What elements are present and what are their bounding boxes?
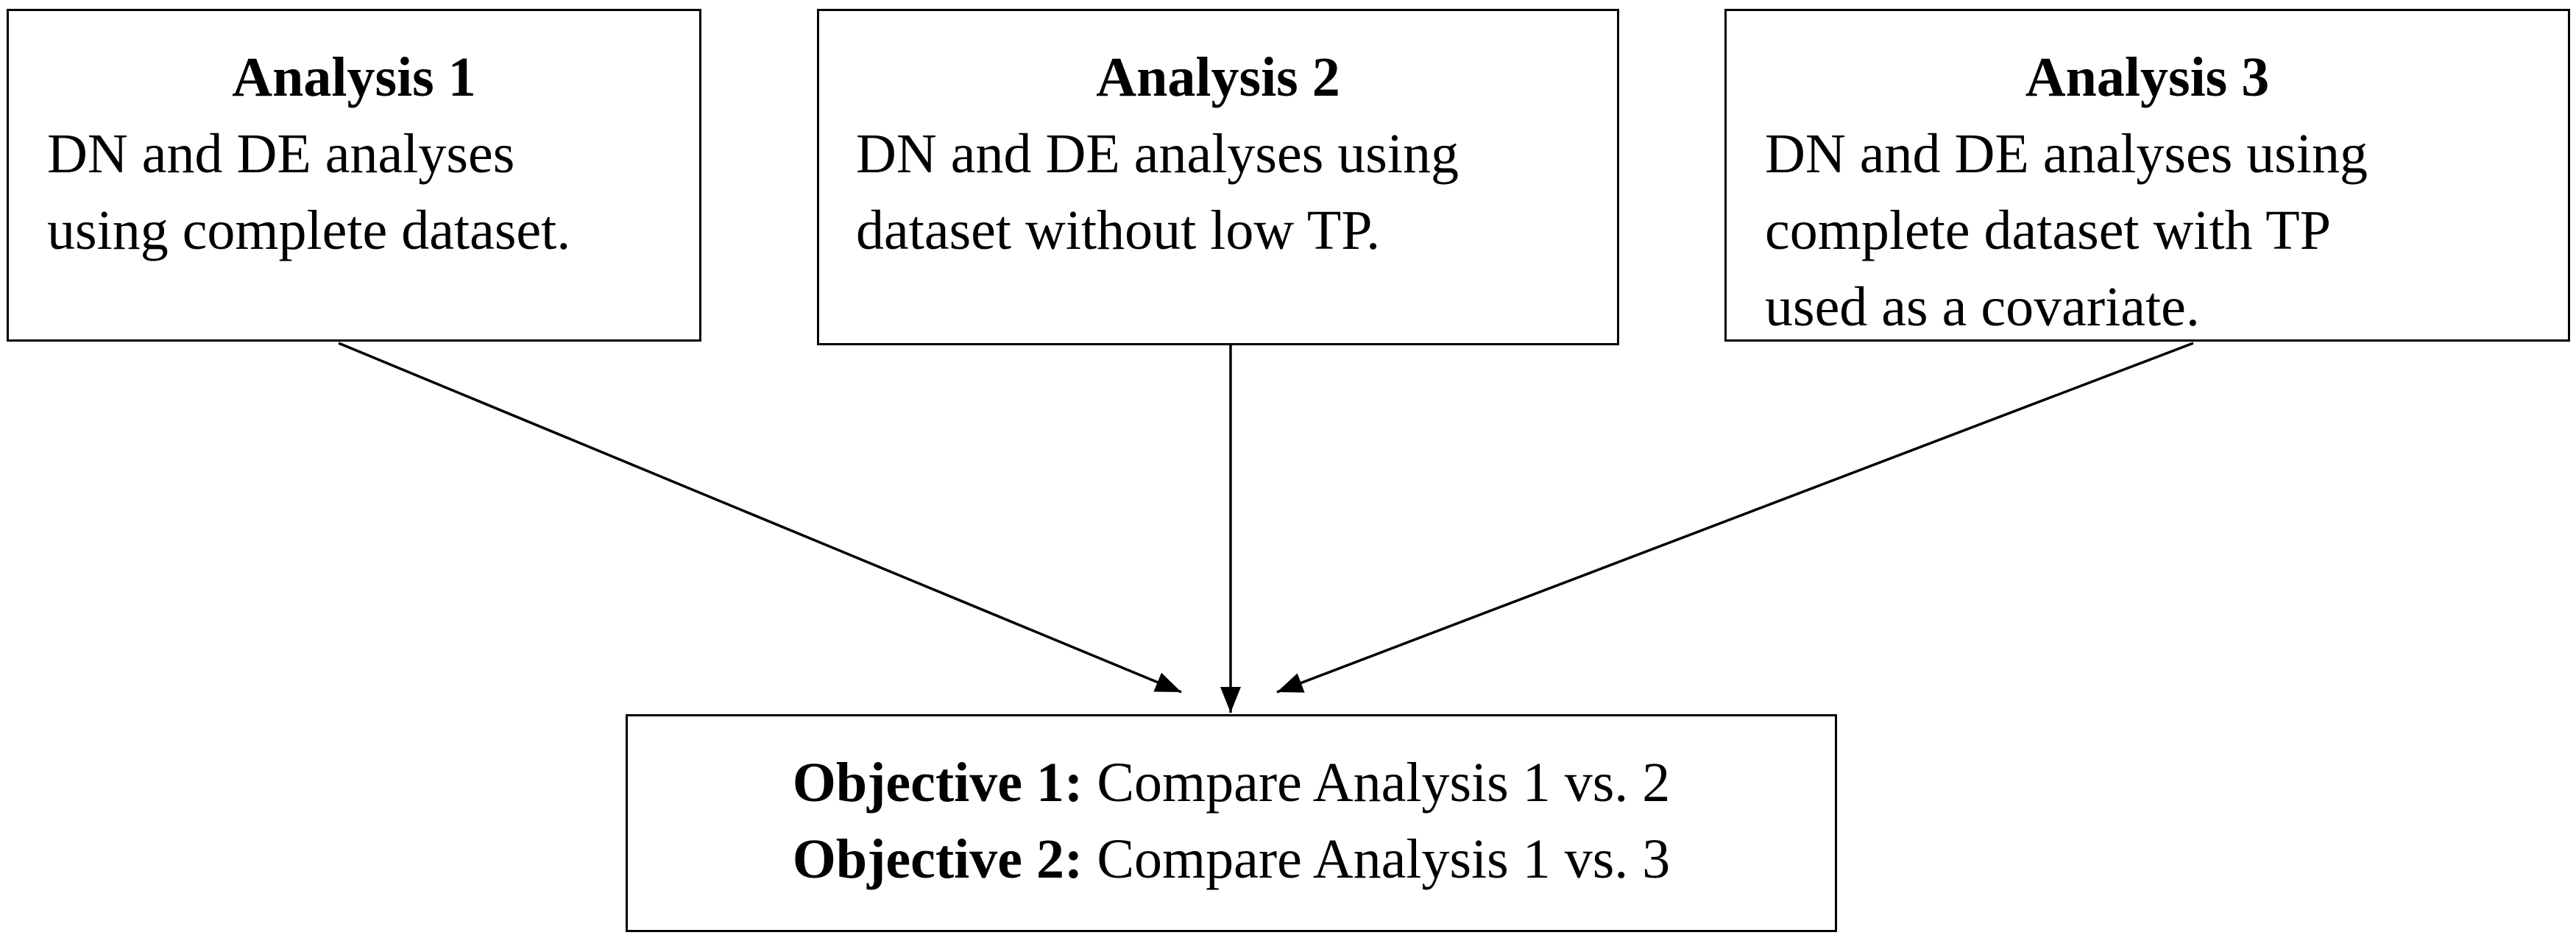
analysis-2-line-2: dataset without low TP. <box>856 200 1381 261</box>
objective-1-text: Compare Analysis 1 vs. 2 <box>1083 752 1671 814</box>
objective-1-label: Objective 1: <box>792 752 1083 814</box>
analysis-3-line-3: used as a covariate. <box>1765 276 2200 338</box>
objective-2: Objective 2: Compare Analysis 1 vs. 3 <box>628 821 1835 898</box>
objective-2-text: Compare Analysis 1 vs. 3 <box>1083 828 1671 890</box>
analysis-1-title: Analysis 1 <box>232 46 476 108</box>
objective-2-label: Objective 2: <box>792 828 1083 890</box>
arrow-analysis-1-to-objectives <box>338 342 1182 694</box>
analysis-3-line-1: DN and DE analyses using <box>1765 123 2368 185</box>
objectives-box: Objective 1: Compare Analysis 1 vs. 2 Ob… <box>626 714 1837 932</box>
analysis-3-box: Analysis 3 DN and DE analyses using comp… <box>1724 9 2570 342</box>
analysis-2-box: Analysis 2 DN and DE analyses using data… <box>817 9 1619 345</box>
analysis-3-line-2: complete dataset with TP <box>1765 200 2331 261</box>
analysis-3-title: Analysis 3 <box>2025 46 2270 108</box>
analysis-1-line-1: DN and DE analyses <box>47 123 515 185</box>
analysis-2-title: Analysis 2 <box>1096 46 1340 108</box>
analysis-2-line-1: DN and DE analyses using <box>856 123 1459 185</box>
analysis-1-box: Analysis 1 DN and DE analyses using comp… <box>7 9 701 342</box>
analysis-1-line-2: using complete dataset. <box>47 200 571 261</box>
arrow-analysis-3-to-objectives <box>1276 342 2194 694</box>
objective-1: Objective 1: Compare Analysis 1 vs. 2 <box>628 744 1835 821</box>
